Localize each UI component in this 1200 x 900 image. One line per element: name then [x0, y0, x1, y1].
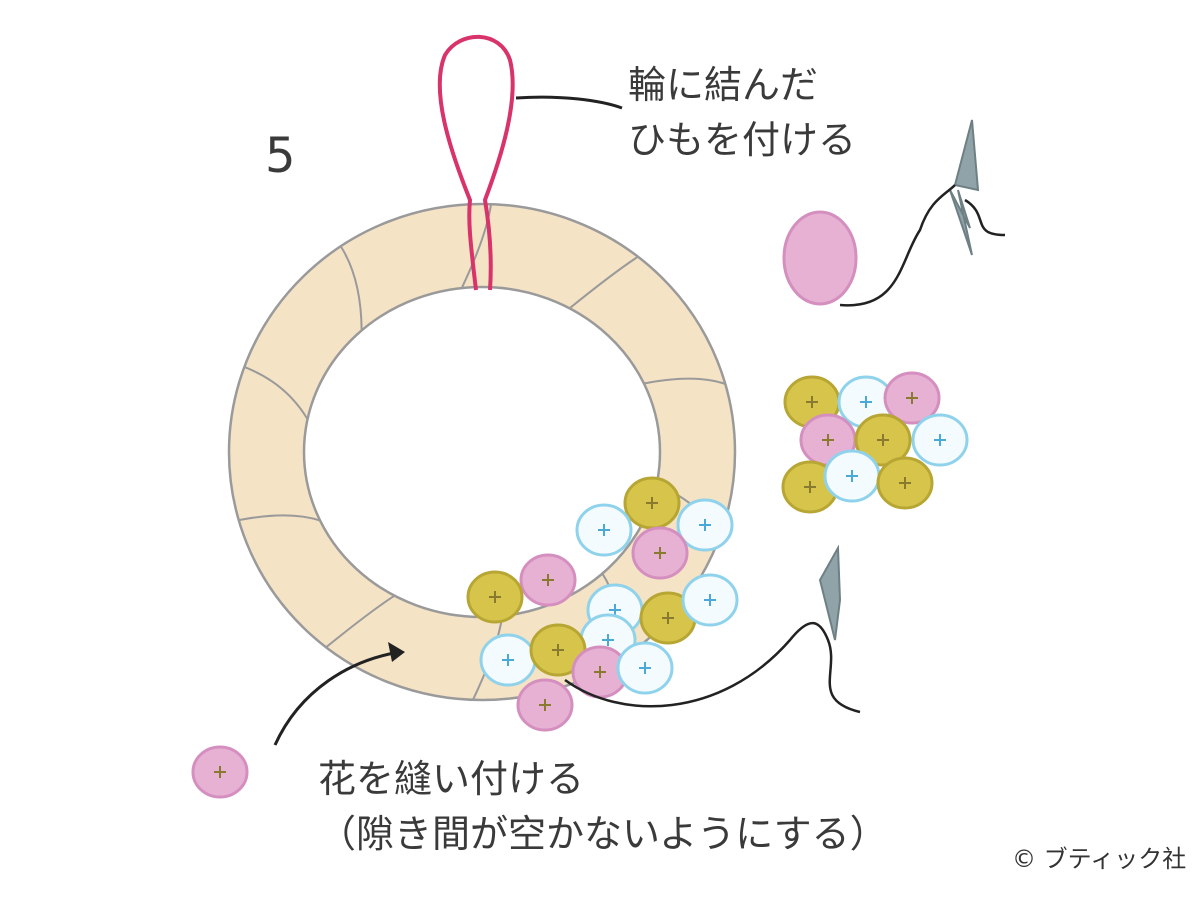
- flower-instruction: 花を縫い付ける （隙き間が空かないようにする）: [318, 752, 888, 862]
- wreath-segment-line: [568, 255, 639, 310]
- flower-stitch: [594, 666, 606, 678]
- string-instruction-line1: 輪に結んだ: [628, 63, 819, 107]
- flower-stitch: [877, 434, 889, 446]
- step-number: 5: [265, 128, 296, 184]
- flower-stitch: [822, 434, 834, 446]
- flower-stitch: [552, 644, 564, 656]
- pink-bead: [782, 210, 858, 306]
- sewing-needles-and-pointers: [273, 119, 1006, 746]
- flower-stitch: [906, 392, 918, 404]
- flower-instruction-line1: 花を縫い付ける: [318, 757, 585, 801]
- hanging-string-loop: [437, 34, 623, 291]
- string-pointer-line: [515, 95, 623, 110]
- flower-stitch: [542, 574, 554, 586]
- wreath-segment-line: [243, 366, 309, 420]
- flower-stitch: [806, 396, 818, 408]
- flower-stitch: [804, 481, 816, 493]
- flower-stitch: [934, 434, 946, 446]
- needle-bottom-icon: [818, 544, 842, 641]
- flower-instruction-line2: （隙き間が空かないようにする）: [318, 812, 888, 857]
- needle-top-icon: [949, 119, 980, 256]
- flower-cluster: [191, 371, 969, 799]
- flower-stitch: [214, 766, 226, 778]
- arrow-line: [273, 650, 401, 746]
- thread-top: [839, 184, 1006, 307]
- flower-stitch: [489, 591, 501, 603]
- wreath-segment-line: [460, 204, 493, 289]
- flower-stitch: [609, 604, 621, 616]
- string-instruction-line2: ひもを付ける: [628, 118, 857, 163]
- flower-stitch: [899, 477, 911, 489]
- flower-stitch: [539, 699, 551, 711]
- string-instruction: 輪に結んだ ひもを付ける: [628, 58, 856, 168]
- flower-stitch: [662, 612, 674, 624]
- flower-stitch: [646, 497, 658, 509]
- copyright-text: © ブティック社: [1012, 845, 1187, 873]
- flower-stitch: [860, 396, 872, 408]
- flower-stitch: [639, 662, 651, 674]
- thread-bottom: [564, 621, 861, 714]
- flower-stitch: [598, 524, 610, 536]
- wreath-segment-line: [238, 514, 321, 522]
- flower-stitch: [704, 594, 716, 606]
- string-loop: [437, 34, 515, 291]
- wreath-segment-line: [643, 377, 726, 385]
- flower-stitch: [602, 634, 614, 646]
- flower-stitch: [846, 470, 858, 482]
- flower-stitch: [654, 547, 666, 559]
- flower-stitch: [699, 519, 711, 531]
- wreath-ring: [227, 202, 737, 702]
- flower-stitch: [502, 654, 514, 666]
- arrow-head-icon: [388, 642, 405, 662]
- wreath-segment-line: [325, 594, 396, 649]
- wreath-segment-line: [339, 245, 363, 331]
